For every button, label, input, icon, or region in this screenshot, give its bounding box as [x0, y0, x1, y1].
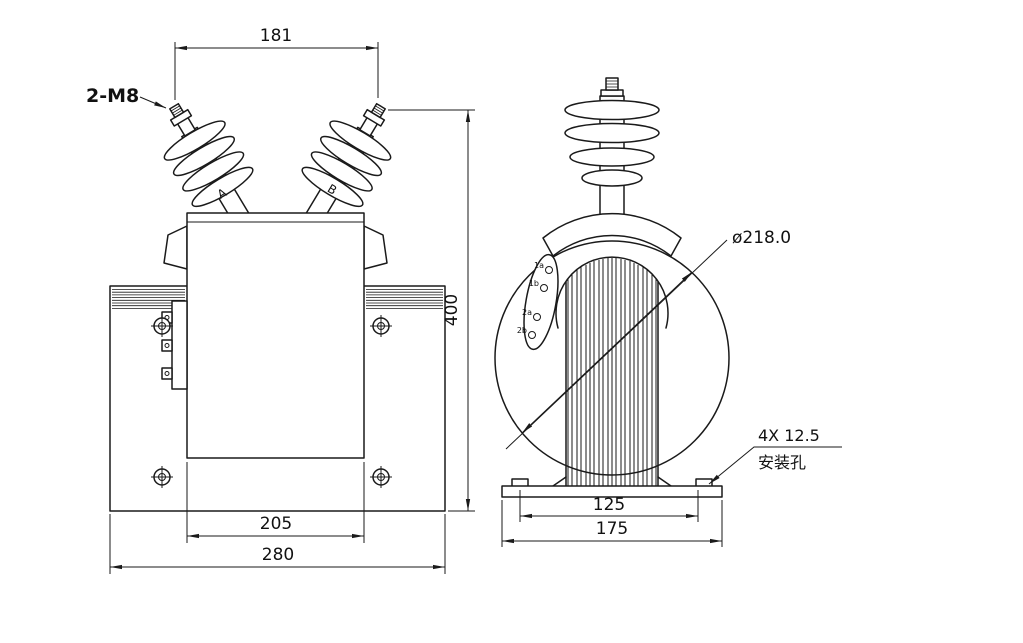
bushing-shed: [564, 99, 660, 121]
bolt-hole-bottom-left: [151, 466, 173, 488]
terminal-strip: [161, 300, 188, 390]
bushing-shed: [564, 122, 660, 144]
bolt-threads: [606, 80, 618, 88]
dim-base-width: 280: [109, 514, 446, 574]
dim-terminal-spacing-label: 181: [260, 26, 292, 46]
terminal-lug: [161, 367, 173, 380]
bushing-shed: [301, 166, 364, 208]
mounting-hole-callout: 4X 12.5 安装孔: [708, 426, 842, 485]
bushing-shed: [172, 135, 236, 177]
bushing-shed: [182, 151, 245, 192]
bushing-shed: [581, 169, 643, 187]
dim-hole-spacing-label: 125: [593, 495, 625, 515]
bushing-right: [301, 102, 392, 224]
side-bushing: [564, 77, 660, 217]
leader-line: [708, 446, 842, 485]
bolt-threads: [372, 105, 385, 116]
dim-tank-width-label: 205: [260, 514, 292, 534]
leader-line: [139, 96, 167, 109]
top-cap: [542, 212, 682, 257]
bushing-shed: [569, 147, 655, 167]
tank-body: [186, 212, 365, 459]
front-view: A B 181: [86, 26, 475, 574]
dim-overall-height-label: 400: [442, 294, 462, 326]
extension-lines: [109, 514, 446, 574]
terminal-label: 1a: [534, 261, 544, 270]
terminal-label: 2a: [522, 308, 532, 317]
base-hatch-left: [112, 289, 185, 309]
bolt-hole-bottom-right: [370, 466, 392, 488]
terminal-lug: [161, 339, 173, 352]
dim-overall-height: 400: [388, 109, 475, 512]
diameter-arrows: [521, 271, 693, 434]
dim-tank-width: 205: [186, 462, 365, 543]
dim-base-depth: 175: [501, 500, 723, 547]
bolt-hole-top-right: [370, 315, 392, 337]
terminal-label: 1b: [529, 279, 539, 288]
dim-hole-spacing: 125: [519, 490, 699, 522]
side-view: 1a 1b 2a 2b ø218.0 4X 12.5 安装孔 125: [494, 77, 842, 547]
bushing-shed: [191, 166, 254, 208]
foot-flares: [552, 476, 672, 487]
bolt-hole-top-left: [151, 315, 173, 337]
terminal-strip-body: [171, 300, 188, 390]
thread-callout: 2-M8: [86, 85, 167, 109]
bushing-left: [163, 102, 254, 224]
mounting-name-label: 安装孔: [758, 453, 806, 472]
dim-diameter: ø218.0: [505, 228, 791, 450]
extension-lines: [388, 109, 475, 512]
bolt-threads: [170, 105, 183, 116]
terminal-dot: [164, 371, 170, 376]
bushing-shed: [319, 135, 383, 177]
base-foot: [501, 478, 723, 498]
dim-terminal-spacing: 181: [174, 26, 379, 100]
extension-lines: [174, 42, 379, 100]
bushing-collar: [600, 89, 624, 97]
extension-lines: [186, 462, 365, 543]
thread-label: 2-M8: [86, 85, 139, 107]
bushing-shed: [310, 151, 373, 192]
base-hatch-right: [366, 289, 443, 309]
lamination-lines: [567, 258, 657, 487]
terminal-dot: [164, 343, 170, 348]
base-plate: [501, 485, 723, 498]
dim-diameter-label: ø218.0: [732, 228, 791, 248]
dim-base-depth-label: 175: [596, 519, 628, 539]
mounting-spec-label: 4X 12.5: [758, 426, 820, 445]
dim-base-width-label: 280: [262, 545, 294, 565]
terminal-label: 2b: [517, 326, 527, 335]
